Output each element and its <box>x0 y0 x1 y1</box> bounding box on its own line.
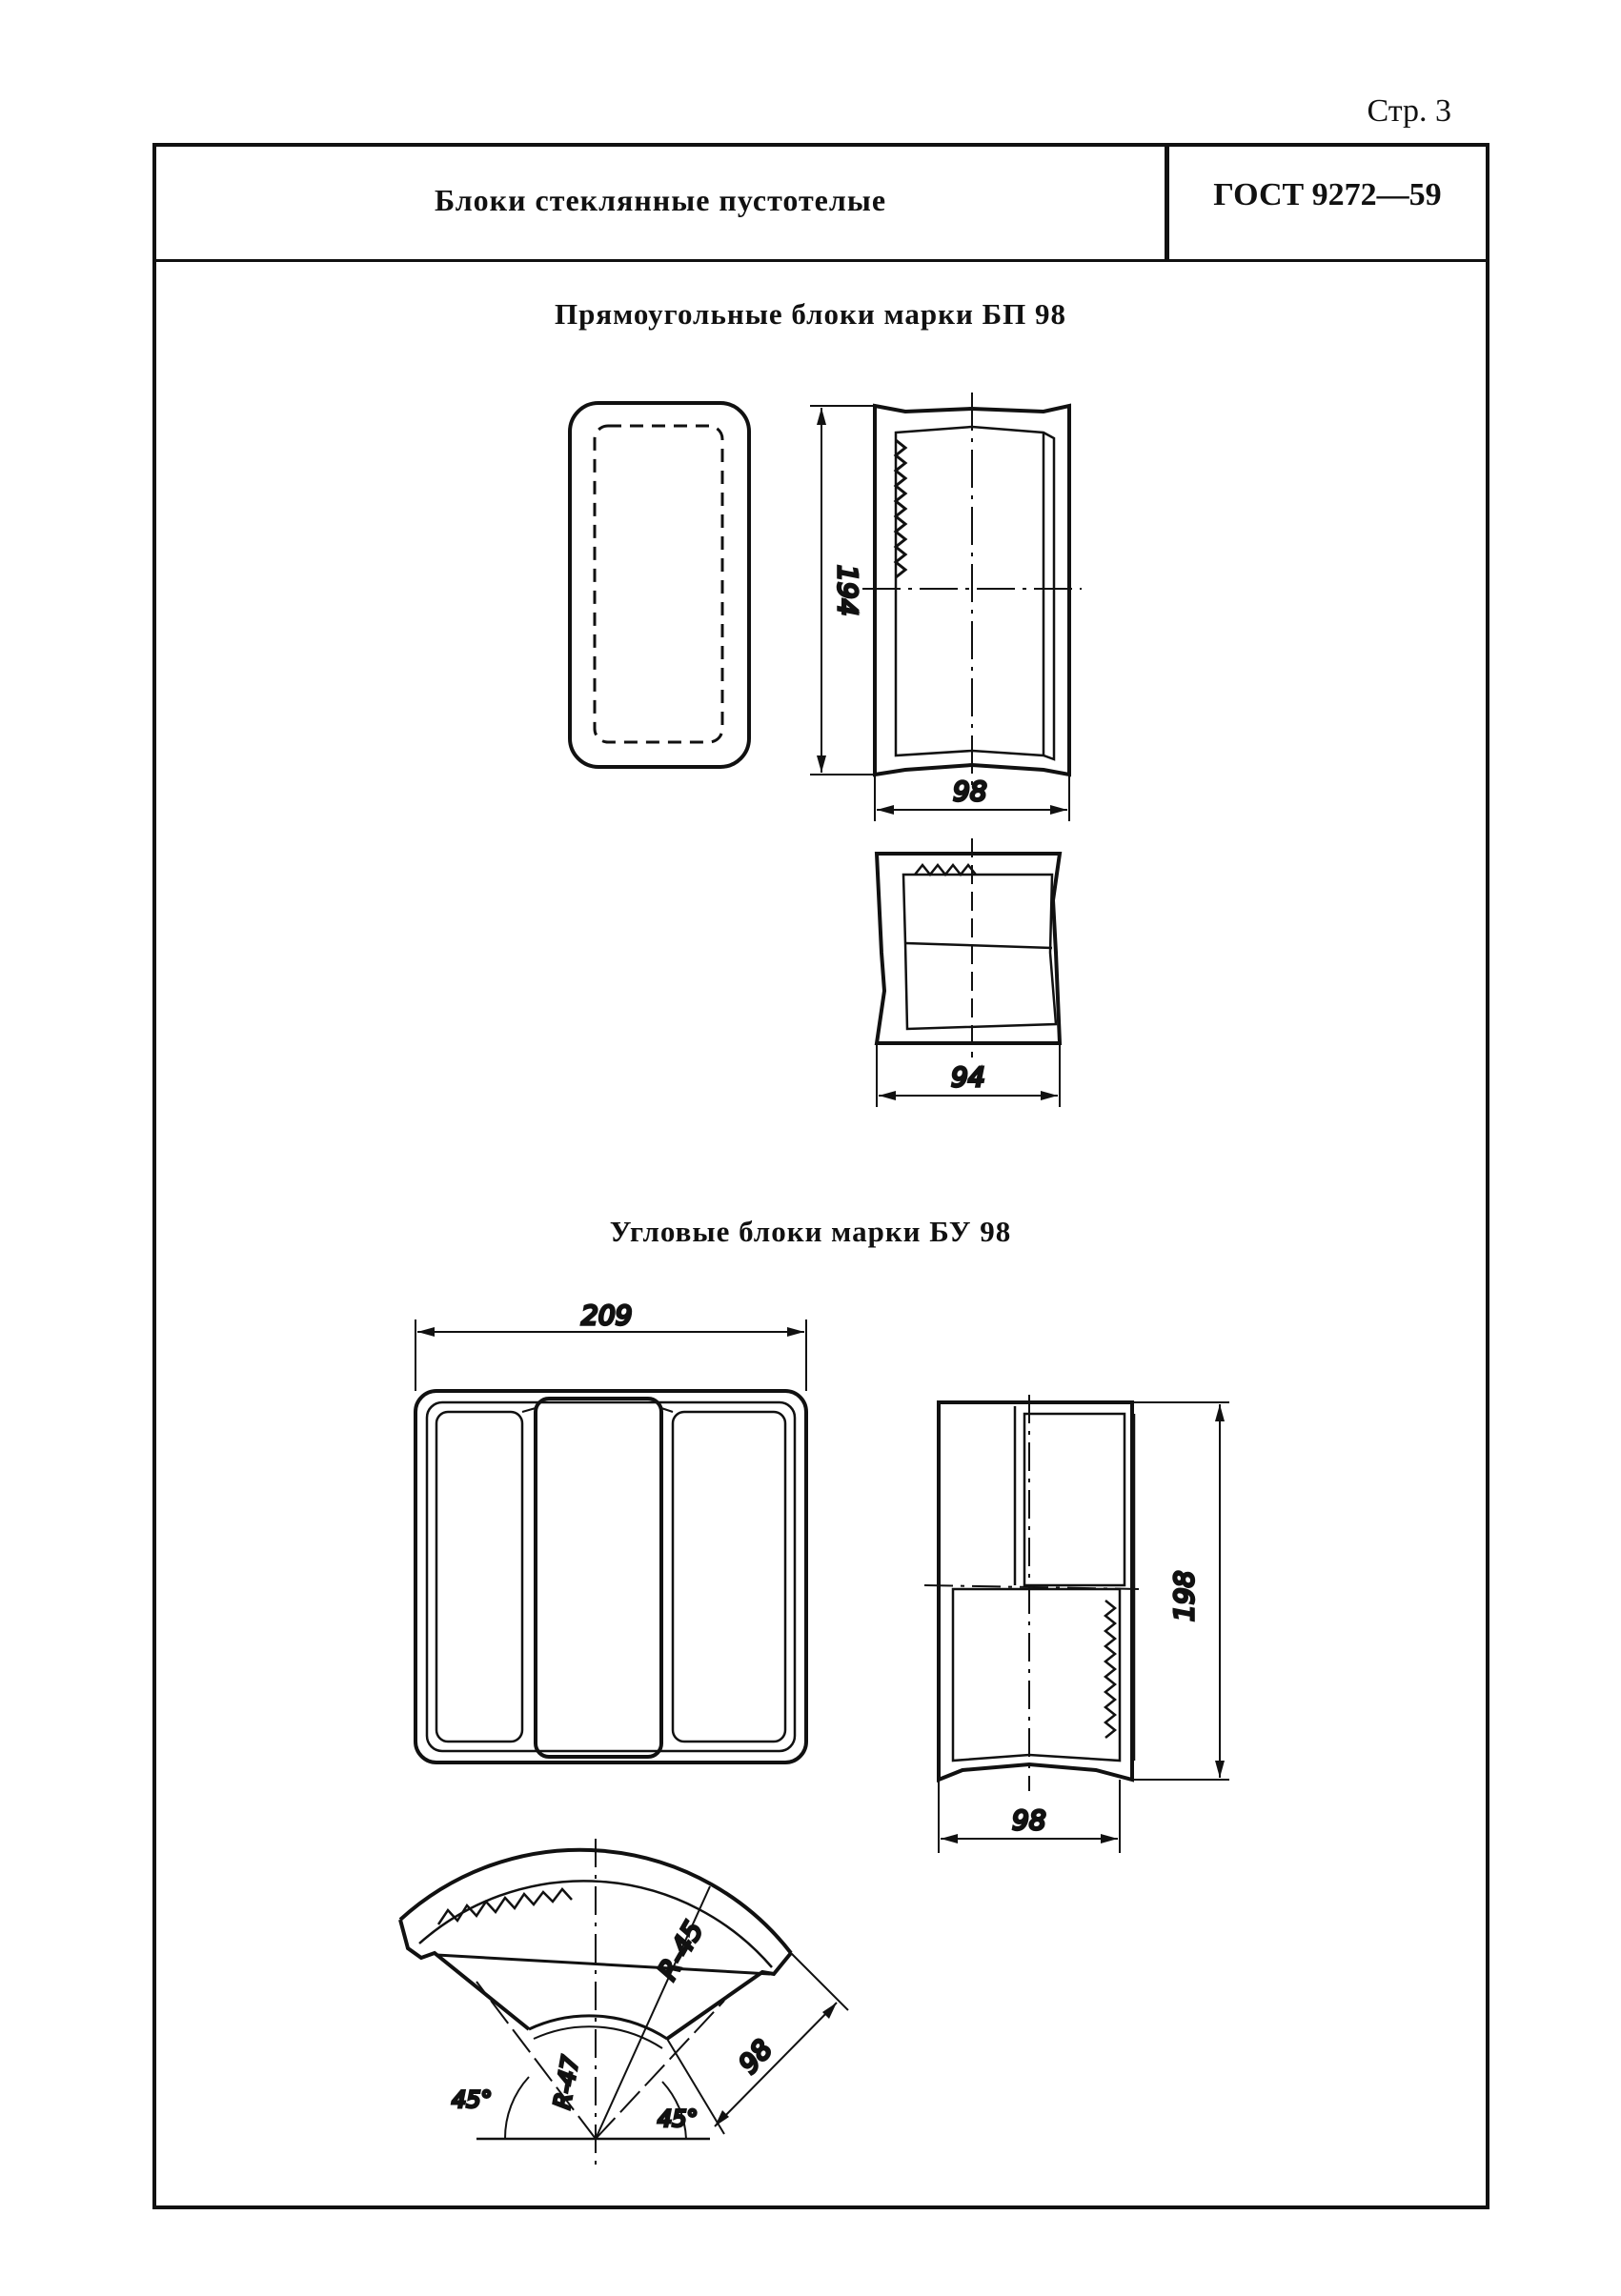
header-divider <box>1165 147 1169 259</box>
dim-bu-side-width: 98 <box>1012 1804 1046 1836</box>
document-title: Блоки стеклянные пустотелые <box>434 183 887 217</box>
dim-bu-radius-outer: R-45 <box>651 1916 709 1985</box>
dim-bu-angle-left: 45° <box>452 2086 493 2113</box>
section-title-bp98: Прямоугольные блоки марки БП 98 <box>555 297 1066 331</box>
bu98-corner-view <box>398 1839 849 2167</box>
bottom-rule <box>152 2205 1489 2209</box>
dim-bp-side-width: 94 <box>951 1061 985 1093</box>
dim-bu-height: 198 <box>1168 1571 1200 1621</box>
dim-bu-radius-inner: R-47 <box>549 2053 584 2111</box>
dim-bu-arc: 98 <box>733 2033 779 2080</box>
bp98-side-view <box>810 393 1082 821</box>
bp98-section-view <box>874 838 1063 1107</box>
bu98-front-view <box>414 1319 808 1764</box>
header-row: Блоки стеклянные пустотелые ГОСТ 9272—59 <box>156 147 1486 262</box>
bu98-side-view <box>923 1395 1229 1853</box>
section-title-bu98: Угловые блоки марки БУ 98 <box>609 1215 1012 1248</box>
standard-number: ГОСТ 9272—59 <box>1213 177 1442 212</box>
dim-bu-width: 209 <box>581 1299 632 1331</box>
dim-bp-height: 194 <box>832 565 863 615</box>
dim-bu-angle-right: 45° <box>658 2105 699 2132</box>
page-number: Стр. 3 <box>1367 93 1451 129</box>
dim-bp-width: 98 <box>953 775 987 807</box>
bp98-front-view <box>568 401 751 769</box>
document-frame: Блоки стеклянные пустотелые ГОСТ 9272—59 <box>152 143 1489 2209</box>
